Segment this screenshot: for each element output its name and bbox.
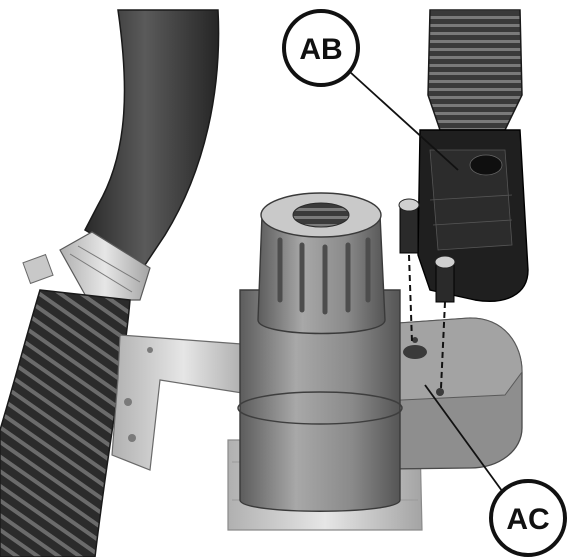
bracket-slot <box>469 154 503 176</box>
plate-hole <box>436 388 444 396</box>
screw-left <box>398 198 420 254</box>
callout-ac: AC <box>489 479 567 557</box>
callout-ab: AB <box>282 9 360 87</box>
cylinder-band <box>237 391 403 425</box>
bracket-hole <box>128 434 136 442</box>
callout-ab-label: AB <box>299 33 342 66</box>
main-cylinder <box>239 289 401 512</box>
black-bracket-face <box>429 149 513 251</box>
hose-clamp <box>22 231 151 301</box>
knurled-cap <box>257 214 386 335</box>
alignment-line <box>408 254 413 343</box>
bracket-hole <box>147 347 153 353</box>
bracket-hole <box>124 398 132 406</box>
alignment-line <box>440 301 446 389</box>
plate-slot <box>403 345 427 359</box>
callout-ac-label: AC <box>506 503 549 536</box>
callout-ac-leader <box>424 384 506 496</box>
corrugated-hose-right <box>427 9 523 131</box>
callout-ab-leader <box>349 71 459 171</box>
large-hose <box>84 9 220 267</box>
threaded-bore <box>292 202 350 228</box>
screw-right <box>434 255 456 303</box>
cap-grooves <box>277 237 371 315</box>
plate-hole <box>412 337 418 343</box>
